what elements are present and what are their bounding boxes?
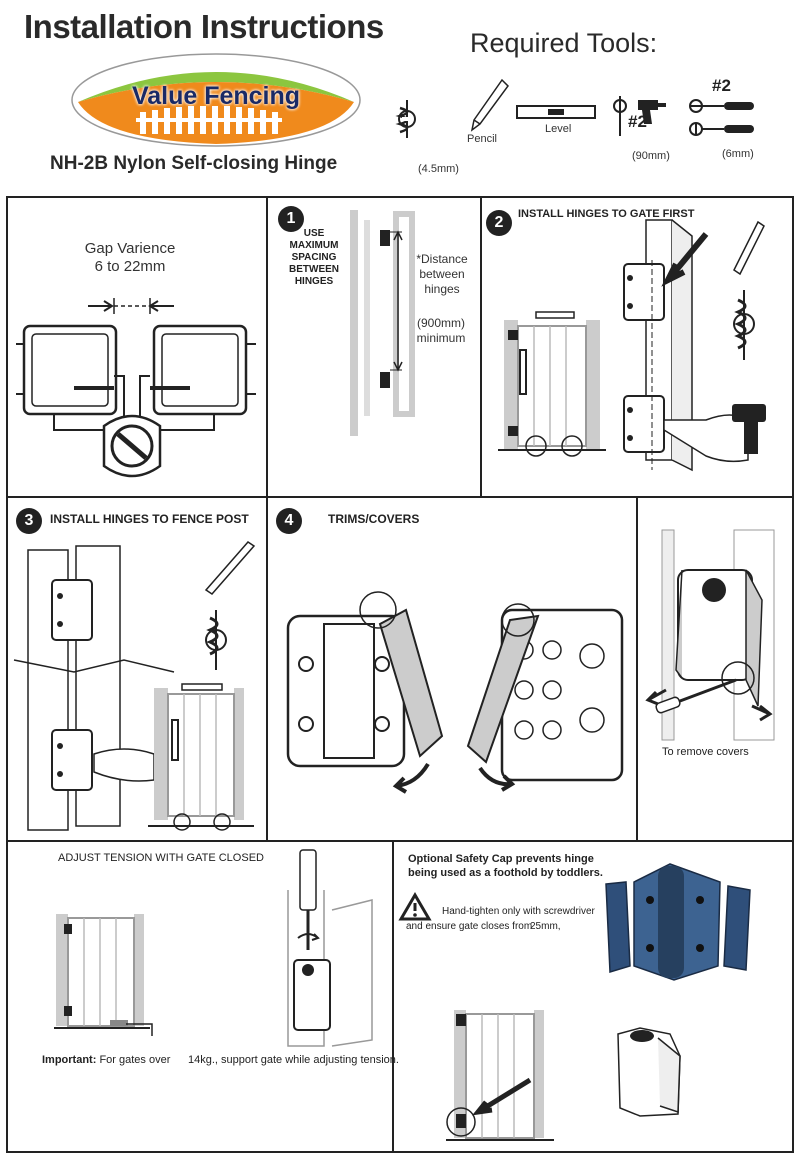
step3-number: 3	[16, 508, 42, 534]
safety-heading-line2: being used as a foothold by toddlers.	[408, 867, 603, 879]
pencil-icon	[470, 78, 509, 132]
level-label: Level	[545, 123, 572, 135]
remove-covers-diagram	[645, 529, 775, 741]
gap-diagram	[16, 298, 256, 478]
remove-covers-label: To remove covers	[662, 746, 749, 758]
value-fencing-logo: Value Fencing	[70, 52, 362, 148]
tension-heading: ADJUST TENSION WITH GATE CLOSED	[58, 852, 264, 864]
step1-number: 1	[278, 206, 304, 232]
drill-bit-icon	[395, 100, 416, 138]
safety-gate-diagram	[446, 1010, 554, 1141]
step3-heading: INSTALL HINGES TO FENCE POST	[50, 512, 249, 526]
step4-covers-diagram	[286, 591, 624, 794]
step1-distance-label: *Distance between hinges	[416, 252, 468, 296]
screwdriver-badge: #2	[712, 76, 731, 95]
safety-heading-line1: Optional Safety Cap prevents hinge	[408, 853, 594, 865]
safety-warning-line2: and ensure gate closes from	[406, 921, 533, 932]
drill-icon	[613, 96, 666, 136]
step1-minimum: (900mm) minimum	[416, 316, 466, 345]
level-icon	[516, 105, 596, 119]
product-name: NH-2B Nylon Self-closing Hinge	[50, 153, 338, 174]
tension-important-prefix: Important:	[42, 1054, 97, 1066]
step2-number: 2	[486, 210, 512, 236]
required-tools-heading: Required Tools:	[470, 28, 658, 58]
tension-screwdriver-diagram	[287, 849, 373, 1047]
safety-cap-white-diagram	[617, 1027, 681, 1117]
step1-spacing-diagram	[350, 210, 415, 436]
pencil-label: Pencil	[467, 133, 497, 145]
logo-text: Value Fencing	[131, 82, 301, 110]
step1-instruction: USE MAXIMUM SPACING BETWEEN HINGES	[289, 228, 339, 287]
gap-range: 6 to 22mm	[94, 258, 166, 275]
tension-important-text-b: 14kg., support gate while adjusting tens…	[188, 1054, 399, 1066]
panel-safety-cap	[392, 840, 794, 1153]
step3-post-diagram	[13, 541, 256, 831]
screwdriver-size: (6mm)	[722, 148, 754, 160]
drill-bit-size: (4.5mm)	[418, 163, 459, 175]
gap-title: Gap Varience	[84, 240, 176, 257]
drill-size: (90mm)	[632, 150, 670, 162]
screwdriver-icon	[689, 99, 754, 136]
drill-bit-badge: #2	[628, 112, 647, 131]
safety-cap-blue-diagram	[605, 863, 751, 981]
safety-warning-line1: Hand-tighten only with screwdriver	[442, 906, 595, 917]
step2-heading: INSTALL HINGES TO GATE FIRST	[518, 208, 695, 220]
tension-gate-diagram	[54, 914, 153, 1036]
step4-heading: TRIMS/COVERS	[328, 512, 420, 526]
step4-number: 4	[276, 508, 302, 534]
page-title: Installation Instructions	[24, 8, 384, 45]
safety-warning-value: 25mm,	[530, 921, 561, 932]
warning-icon	[398, 892, 432, 921]
tension-important-text-a: For gates over	[99, 1054, 171, 1066]
step2-gate-diagram	[498, 219, 766, 472]
